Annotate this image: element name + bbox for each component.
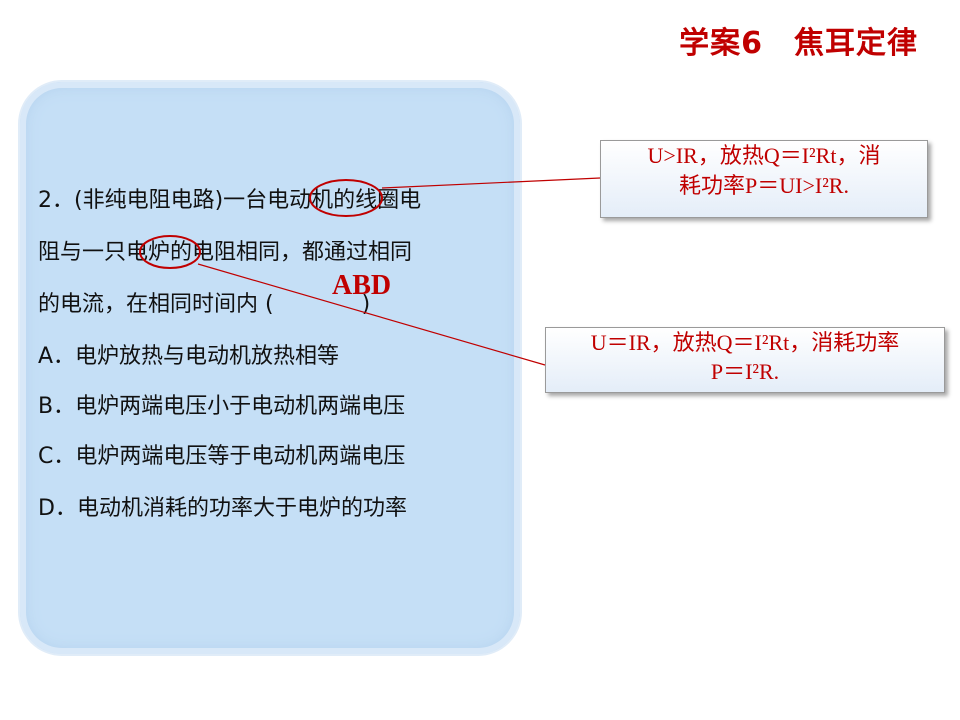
callout-motor-line-1: U>IR，放热Q＝I²Rt，消 <box>647 143 881 168</box>
question-line-3: 的电流，在相同时间内 ( ) <box>38 292 371 317</box>
callout-furnace-line-2: P＝I²R. <box>710 359 780 384</box>
option-d: D．电动机消耗的功率大于电炉的功率 <box>38 496 407 521</box>
page-title: 学案6 焦耳定律 <box>679 26 918 61</box>
question-line-2: 阻与一只电炉的电阻相同，都通过相同 <box>38 240 413 265</box>
question-line-1: 2．(非纯电阻电路)一台电动机的线圈电 <box>38 188 422 213</box>
callout-motor: U>IR，放热Q＝I²Rt，消 耗功率P＝UI>I²R. <box>600 140 928 218</box>
answer-label: ABD <box>332 270 392 301</box>
option-b: B．电炉两端电压小于电动机两端电压 <box>38 394 406 419</box>
option-c: C．电炉两端电压等于电动机两端电压 <box>38 444 406 469</box>
callout-furnace-line-1: U＝IR，放热Q＝I²Rt，消耗功率 <box>590 330 900 355</box>
question-card <box>18 80 522 656</box>
callout-motor-line-2: 耗功率P＝UI>I²R. <box>679 173 849 198</box>
option-a: A．电炉放热与电动机放热相等 <box>38 344 340 369</box>
callout-furnace: U＝IR，放热Q＝I²Rt，消耗功率 P＝I²R. <box>545 327 945 393</box>
